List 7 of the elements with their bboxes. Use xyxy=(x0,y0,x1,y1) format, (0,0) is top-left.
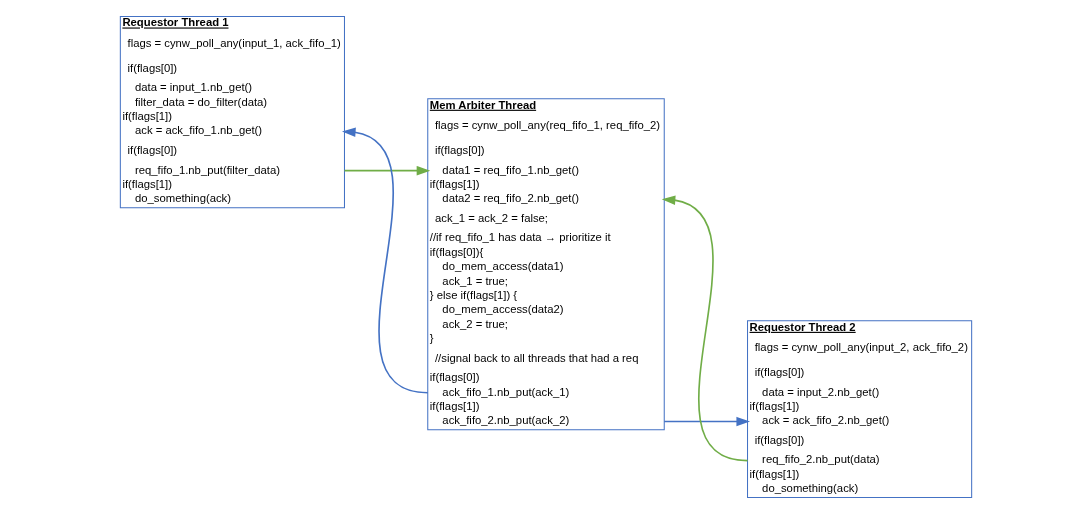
arrow xyxy=(341,127,429,394)
node-box: Mem Arbiter Thread flags = cynw_poll_any(req_fifo_1, req_fifo_2) if(flags[0]) data1 = req_fifo_1.nb_get() if(flags[1]) data2 = req_fifo_2.nb_get() ack_1 = ack_2 = false; //if req_fifo_1 has data → prioritize it if(flags[0]){ do_mem_access(data1) ack_1 = true; } else if(flags[1]) { do_mem_access(data2) ack_2 = true; } //signal back to all threads that had a req if(flags[0]) ack_fifo_1.nb_put(ack_1) if(flags[1]) ack_fifo_2.nb_put(ack_2) xyxy=(426,98,665,431)
arrow xyxy=(662,416,750,427)
arrow xyxy=(661,195,748,462)
arrow xyxy=(343,165,430,176)
node-box: Requestor Thread 2 flags = cynw_poll_any(input_2, ack_fifo_2) if(flags[0]) data = input_2.nb_get() if(flags[1]) ack = ack_fifo_2.nb_get() if(flags[0]) req_fifo_2.nb_put(data) if(flags[1]) do_something(ack) xyxy=(746,320,972,499)
node-box: Requestor Thread 1 flags = cynw_poll_any(input_1, ack_fifo_1) if(flags[0]) data = input_1.nb_get() filter_data = do_filter(data) if(flags[1]) ack = ack_fifo_1.nb_get() if(flags[0]) req_fifo_1.nb_put(filter_data) if(flags[1]) do_something(ack) xyxy=(119,15,345,209)
